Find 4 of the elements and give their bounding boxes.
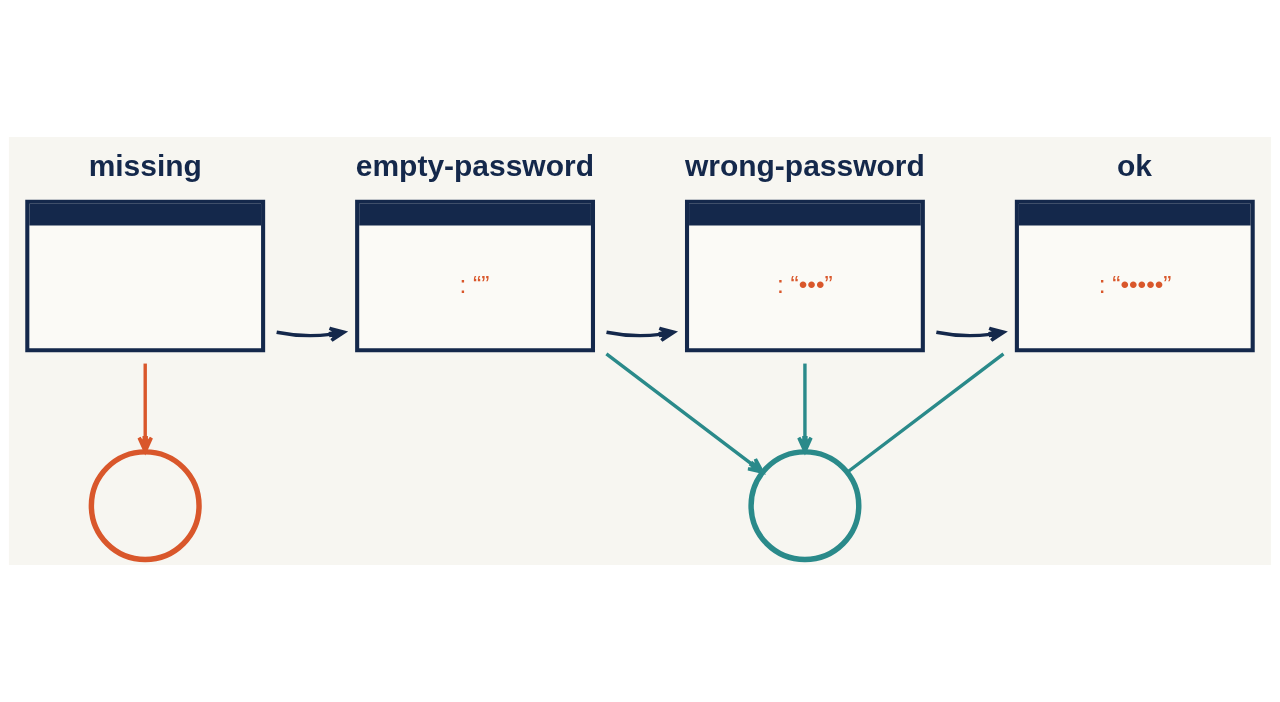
node-label: wrong-password — [684, 148, 925, 182]
node-label: ok — [1117, 148, 1153, 182]
node-label: missing — [88, 148, 202, 182]
node-label: empty-password — [355, 148, 594, 182]
